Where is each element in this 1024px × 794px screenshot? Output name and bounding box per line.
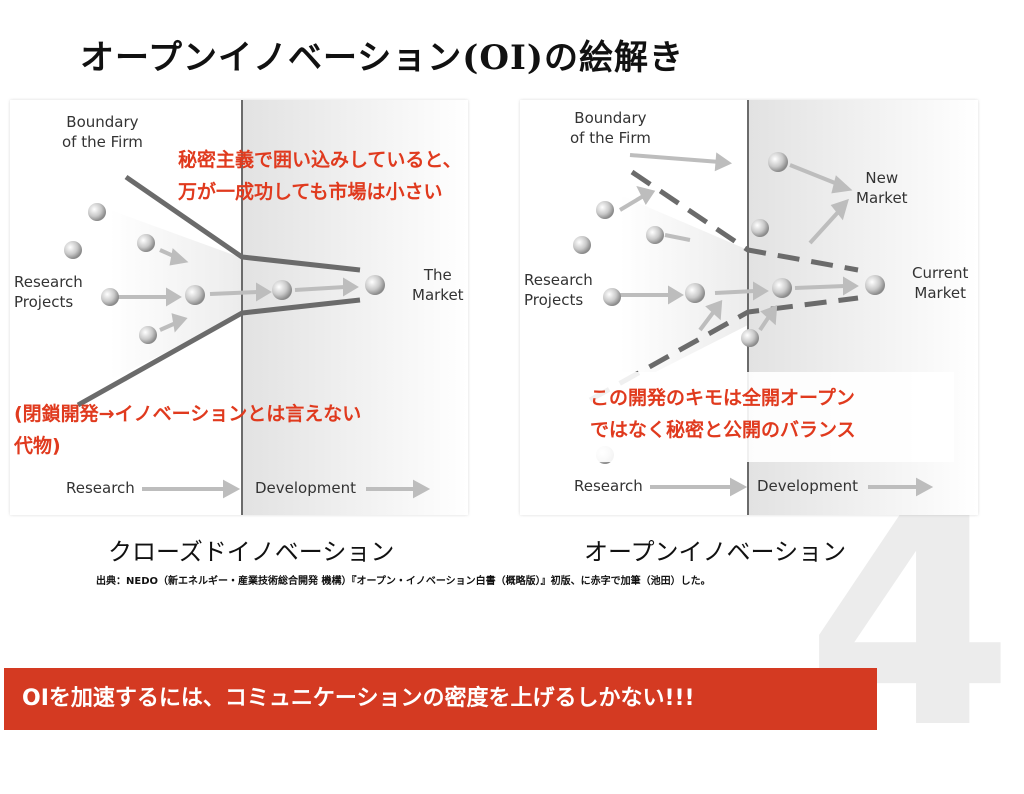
source-note: 出典：NEDO（新エネルギー・産業技術総合開発 機構）『オープン・イノベーション… bbox=[96, 576, 711, 587]
stage-research-label: Research bbox=[66, 479, 135, 497]
closed-innovation-caption: クローズドイノベーション bbox=[108, 538, 395, 566]
stage-development-label: Development bbox=[757, 477, 858, 495]
stage-development-label: Development bbox=[255, 479, 356, 497]
boundary-label: Boundary of the Firm bbox=[570, 109, 651, 147]
conclusion-banner: OIを加速するには、コミュニケーションの密度を上げるしかない!!! bbox=[4, 668, 877, 730]
current-market-label: Current Market bbox=[912, 264, 969, 302]
research-project-balls bbox=[64, 203, 385, 344]
slide-title: オープンイノベーション(OI)の絵解き bbox=[80, 38, 684, 78]
annotation-top: 秘密主義で囲い込みしていると、 万が一成功しても市場は小さい bbox=[178, 149, 462, 203]
new-market-label: New Market bbox=[856, 169, 908, 207]
research-projects-label: Research Projects bbox=[14, 273, 83, 311]
flow-arrows bbox=[118, 248, 359, 333]
boundary-label: Boundary of the Firm bbox=[62, 113, 143, 151]
boundary-dashed-lines bbox=[588, 169, 859, 403]
research-projects-label: Research Projects bbox=[524, 271, 593, 309]
stage-arrows bbox=[650, 477, 934, 497]
market-label: The Market bbox=[412, 266, 464, 304]
closed-innovation-diagram: Boundary of the Firm Research Projects T… bbox=[10, 100, 468, 515]
annotation-bottom: (閉鎖開発→イノベーションとは言えない 代物) bbox=[14, 403, 362, 457]
open-innovation-diagram: Boundary of the Firm Research Projects N… bbox=[520, 100, 978, 515]
stage-research-label: Research bbox=[574, 477, 643, 495]
flow-arrows bbox=[618, 152, 859, 332]
research-project-balls bbox=[573, 152, 885, 464]
open-innovation-caption: オープンイノベーション bbox=[584, 538, 847, 566]
annotation-backdrop bbox=[554, 372, 954, 462]
annotation-balance: この開発のキモは全開オープン ではなく秘密と公開のバランス bbox=[590, 387, 856, 441]
stage-arrows bbox=[142, 479, 431, 499]
boundary-line-bottom bbox=[76, 297, 361, 408]
closed-diagram-graphic bbox=[64, 100, 468, 515]
boundary-line-top bbox=[124, 174, 361, 273]
research-funnel-area bbox=[620, 195, 748, 390]
open-diagram-graphic bbox=[554, 100, 978, 515]
